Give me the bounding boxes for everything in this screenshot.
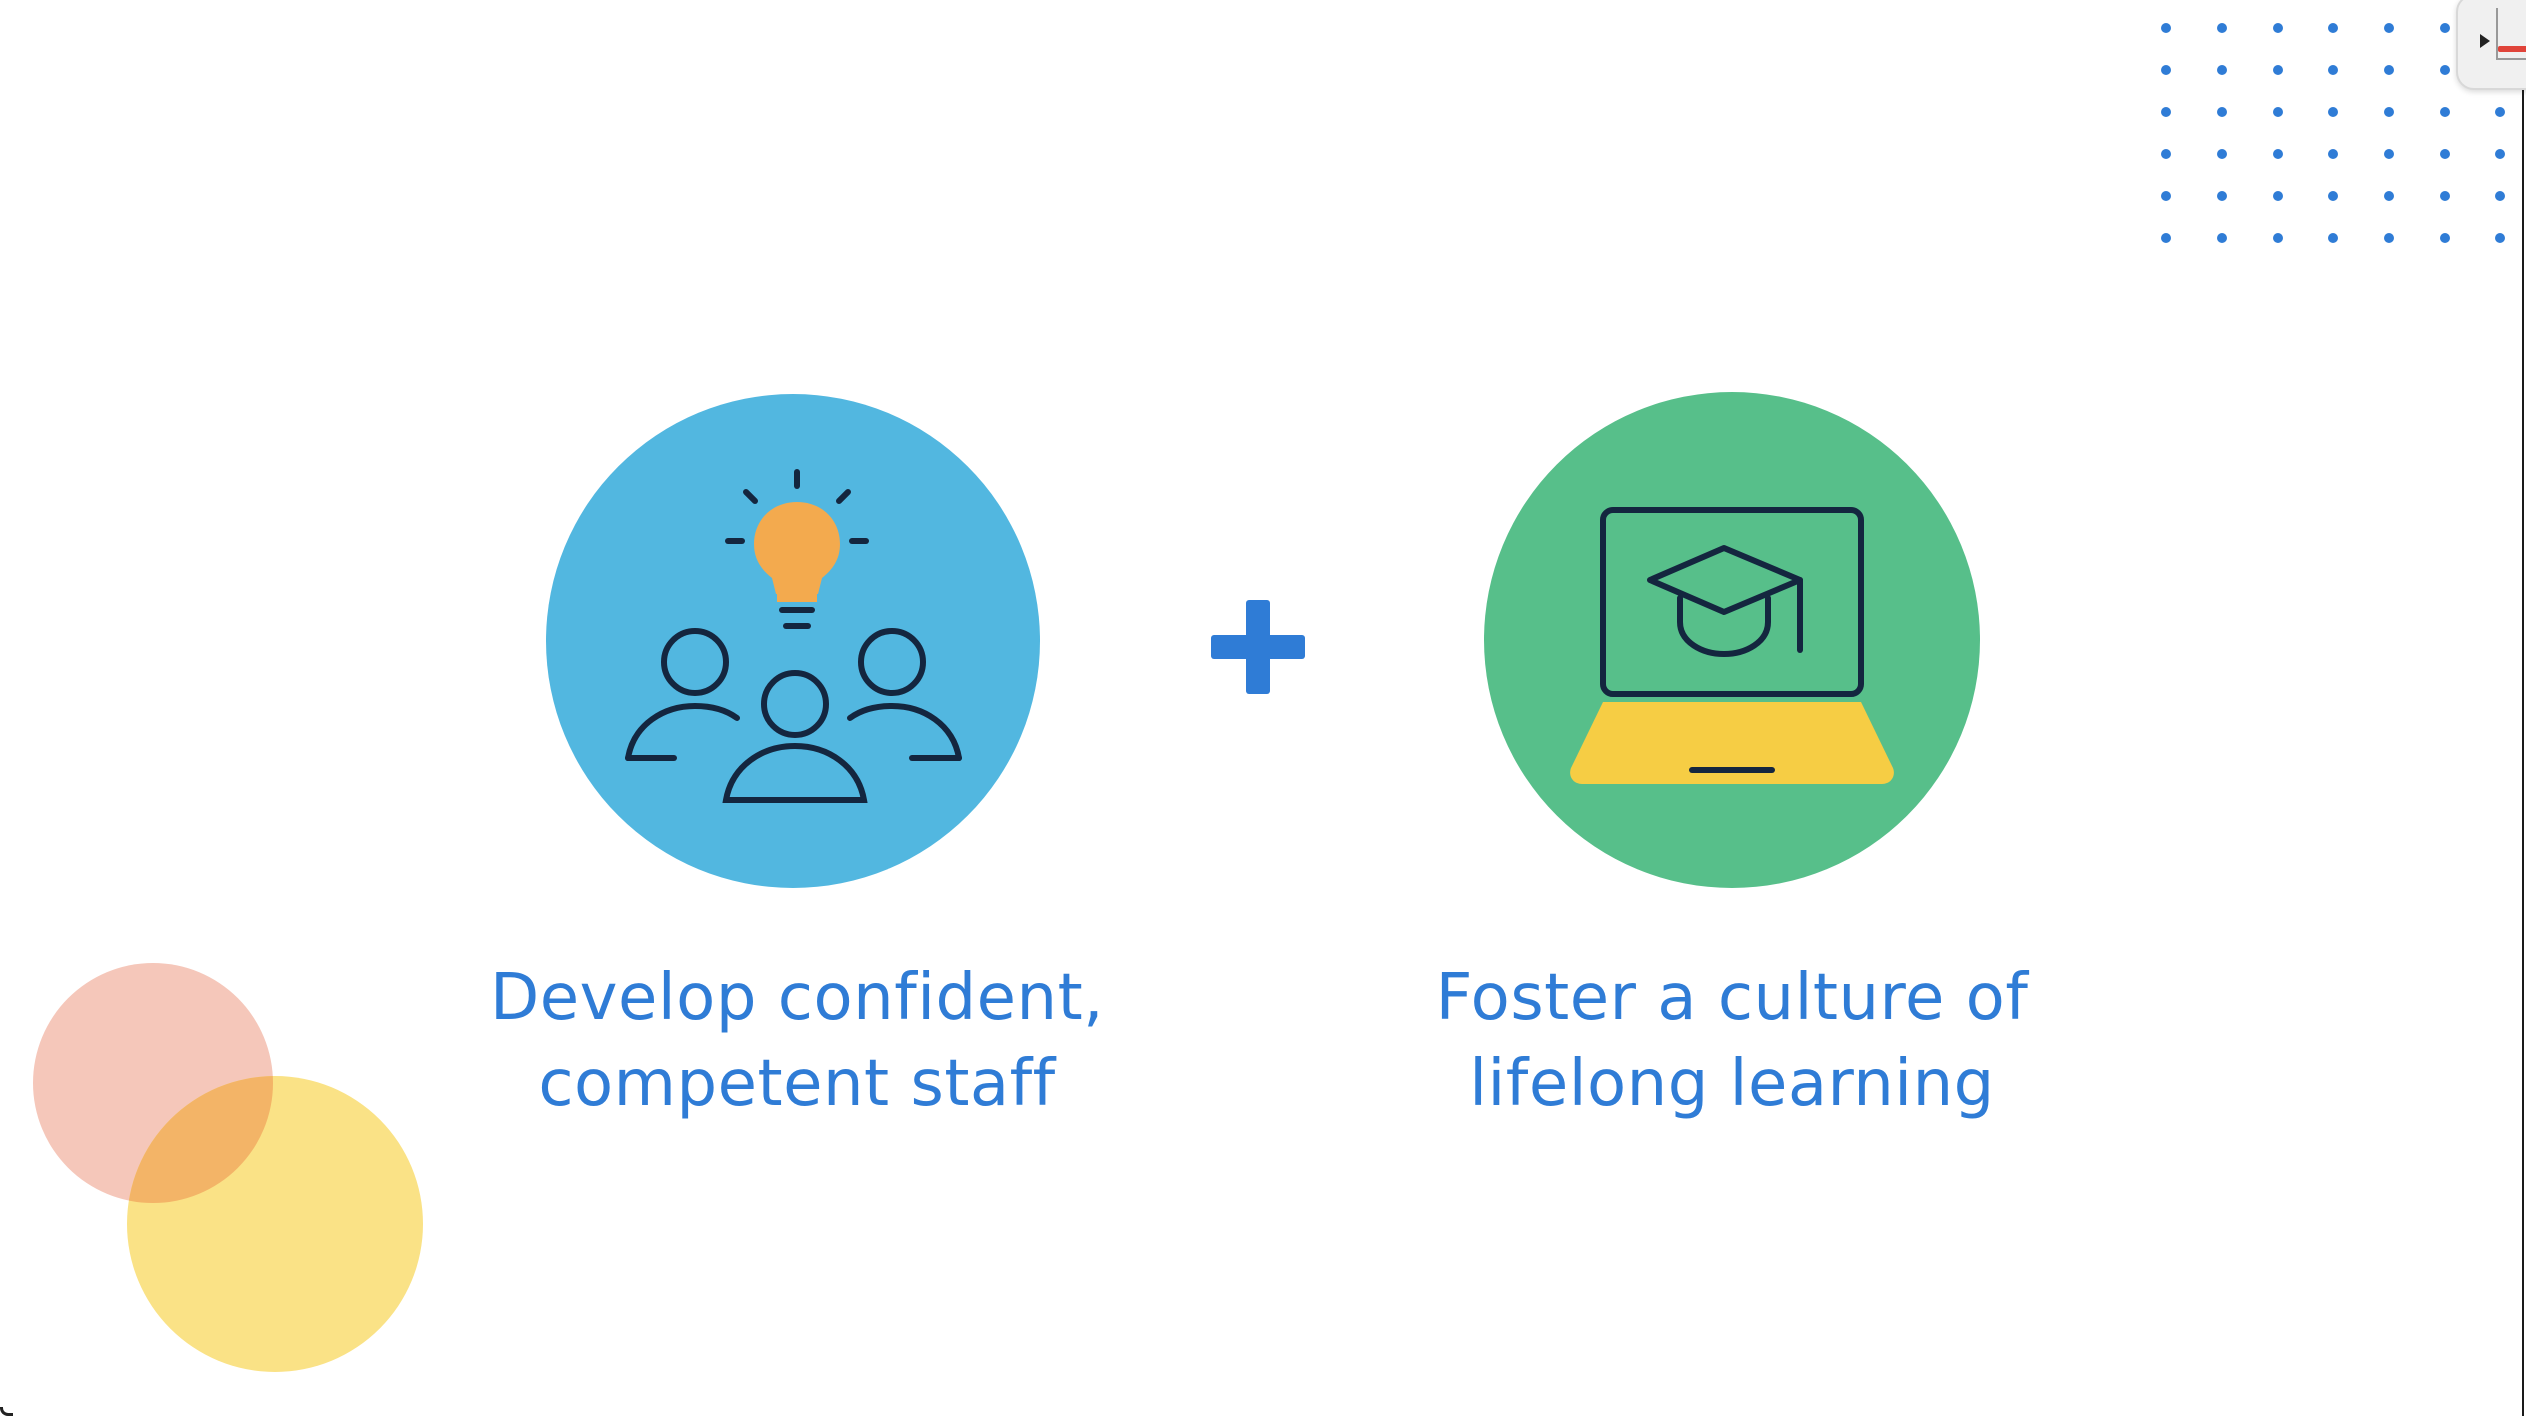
record-bar-icon	[2498, 46, 2526, 52]
caption-line: competent staff	[538, 1047, 1056, 1121]
window-frame-icon	[2496, 8, 2526, 60]
plus-vertical-bar	[1246, 600, 1270, 694]
team-idea-icon	[546, 394, 1040, 888]
caption-line: Foster a culture of	[1435, 961, 2029, 1035]
feature-caption-staff: Develop confident, competent staff	[417, 955, 1177, 1127]
caption-line: lifelong learning	[1469, 1047, 1995, 1121]
window-corner	[0, 1407, 13, 1416]
slide-edge-divider	[2522, 90, 2524, 1416]
graduation-laptop-icon	[1484, 392, 1980, 888]
presenter-toolbar-toggle[interactable]	[2456, 0, 2526, 90]
plus-icon	[1211, 600, 1305, 694]
play-arrow-icon	[2480, 34, 2490, 48]
circle-overlap-decoration	[33, 963, 273, 1203]
caption-line: Develop confident,	[489, 961, 1105, 1035]
feature-caption-learning: Foster a culture of lifelong learning	[1352, 955, 2112, 1127]
